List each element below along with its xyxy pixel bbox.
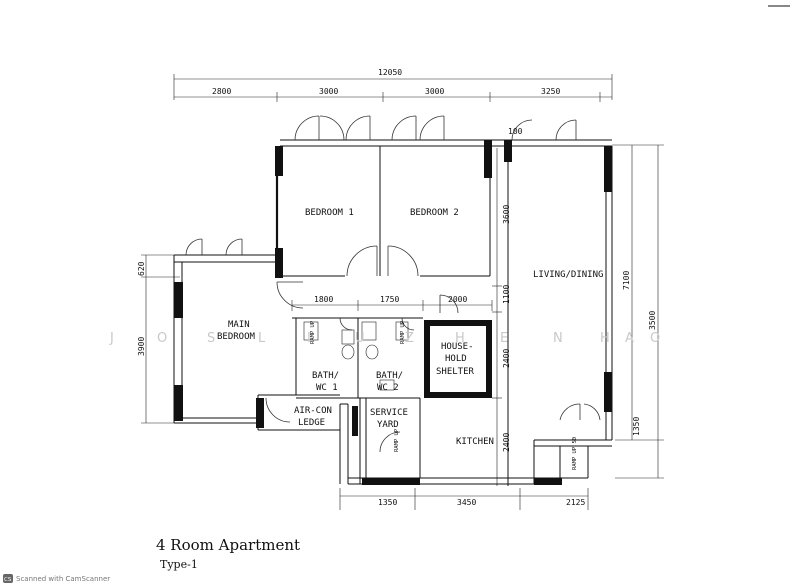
room-bath2-l2: WC 2	[377, 383, 399, 393]
dim-inner-2: 1100	[502, 285, 511, 304]
watermark-letter: J	[109, 331, 116, 346]
room-kitchen: KITCHEN	[456, 437, 494, 447]
dim-inner-3: 2400	[502, 349, 511, 368]
ramp-label-2: RAMP UP	[400, 320, 406, 344]
scanner-stamp: CS Scanned with CamScanner	[3, 574, 110, 583]
room-living-dining: LIVING/DINING	[533, 270, 603, 280]
watermark-letter: H	[455, 331, 467, 346]
room-service-l2: YARD	[377, 420, 399, 430]
room-aircon-l1: AIR-CON	[294, 406, 332, 416]
watermark-letter: O	[157, 331, 169, 346]
plan-title: 4 Room Apartment	[156, 536, 300, 554]
ramp-label-4: RAMP UP 50	[572, 437, 578, 470]
room-main-bedroom-l2: BEDROOM	[217, 332, 256, 342]
dim-bottom-2: 3450	[457, 498, 476, 507]
windows-doors	[185, 115, 601, 453]
dim-bottom-1: 1350	[378, 498, 397, 507]
room-bath1-l2: WC 1	[316, 383, 338, 393]
dim-right-1: 7100	[622, 271, 631, 290]
room-shelter-l3: SHELTER	[436, 367, 475, 377]
dim-top-3: 3000	[425, 87, 444, 96]
dimension-labels: 12050 2800 3000 3000 3250 100 620 3900 7…	[137, 68, 657, 507]
dim-inner-1: 3600	[502, 205, 511, 224]
camscanner-logo-text: CS	[4, 577, 12, 583]
watermark-letter: I	[307, 331, 313, 346]
scanner-text: Scanned with CamScanner	[16, 575, 110, 583]
watermark: J O S L I U Z H E N H A O	[109, 331, 662, 346]
room-main-bedroom-l1: MAIN	[228, 320, 250, 330]
dim-inner-4: 2400	[502, 433, 511, 452]
watermark-letter: H	[600, 331, 612, 346]
dim-bottom-3: 2125	[566, 498, 585, 507]
dim-left-1: 620	[137, 261, 146, 276]
room-bath2-l1: BATH/	[376, 371, 403, 381]
room-bath1-l1: BATH/	[312, 371, 339, 381]
watermark-letter: N	[553, 331, 565, 346]
watermark-letter: A	[625, 331, 636, 346]
dim-top-1: 2800	[212, 87, 231, 96]
room-shelter-l1: HOUSE-	[441, 342, 474, 352]
ramp-label-3: RAMP UP	[394, 428, 400, 452]
dim-top-2: 3000	[319, 87, 338, 96]
ramp-labels: RAMP UP RAMP UP RAMP UP RAMP UP 50	[310, 320, 578, 470]
walls	[173, 139, 613, 486]
watermark-letter: U	[355, 331, 367, 346]
dim-middle-2: 1750	[380, 295, 399, 304]
watermark-letter: L	[258, 331, 267, 346]
watermark-letter: O	[650, 331, 662, 346]
watermark-letter: S	[207, 331, 217, 346]
ramp-label-1: RAMP UP	[310, 320, 316, 344]
room-bedroom-2: BEDROOM 2	[410, 208, 459, 218]
dim-right-3: 1350	[632, 417, 641, 436]
room-aircon-l2: LEDGE	[298, 418, 325, 428]
dim-middle-3: 2000	[448, 295, 467, 304]
dim-top-4: 3250	[541, 87, 560, 96]
room-shelter-l2: HOLD	[445, 354, 467, 364]
watermark-letter: Z	[405, 331, 416, 346]
room-labels: BEDROOM 1 BEDROOM 2 LIVING/DINING MAIN B…	[217, 208, 603, 447]
plan-subtitle: Type-1	[160, 558, 198, 571]
dimension-lines	[141, 74, 664, 510]
bath-fixtures	[303, 321, 409, 391]
dim-overall-width: 12050	[378, 68, 402, 77]
dim-middle-1: 1800	[314, 295, 333, 304]
dim-left-2: 3900	[137, 337, 146, 356]
dim-top-5: 100	[508, 127, 523, 136]
watermark-letter: E	[500, 331, 510, 346]
room-bedroom-1: BEDROOM 1	[305, 208, 354, 218]
dim-right-2: 3500	[648, 311, 657, 330]
columns	[174, 140, 612, 485]
room-service-l1: SERVICE	[370, 408, 408, 418]
camscanner-logo-icon	[3, 574, 13, 583]
